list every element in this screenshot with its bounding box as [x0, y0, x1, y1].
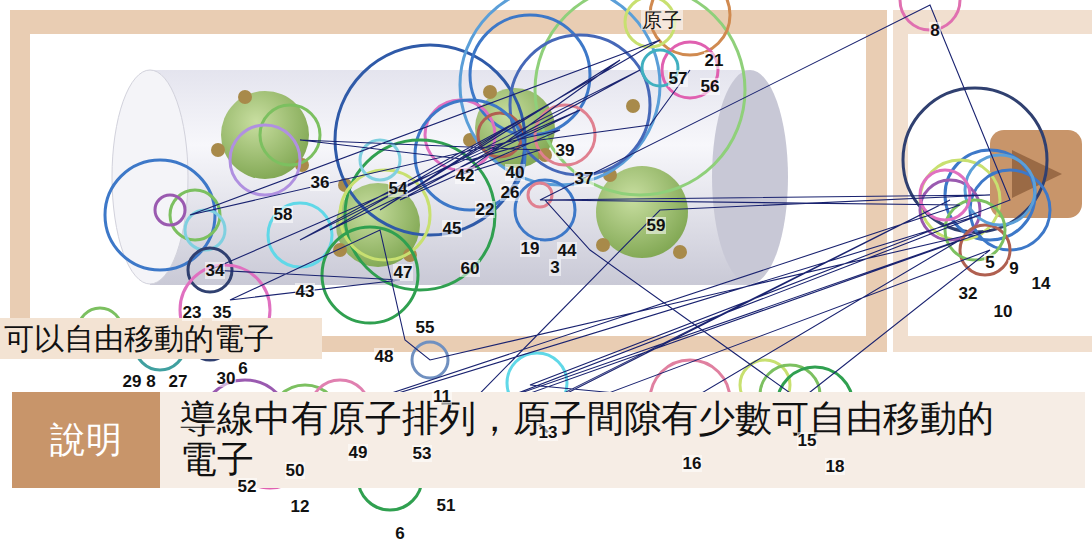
fixation-number: 48 [374, 348, 395, 365]
play-button [990, 130, 1082, 218]
play-icon [1012, 150, 1062, 198]
fixation-circle [185, 210, 225, 250]
stage-area [30, 34, 866, 336]
fixation-number: 30 [216, 370, 237, 387]
fixation-number: 8 [145, 373, 156, 390]
fixation-number: 29 [122, 373, 143, 390]
fixation-number: 49 [348, 444, 369, 461]
fixation-number: 50 [285, 462, 306, 479]
fixation-number: 56 [700, 78, 721, 95]
fixation-number: 54 [388, 180, 409, 197]
fixation-number: 21 [704, 52, 725, 69]
fixation-circle [510, 35, 650, 175]
fixation-number: 26 [500, 184, 521, 201]
wire-end [712, 70, 788, 284]
fixation-number: 44 [557, 242, 578, 259]
fixation-number: 53 [412, 445, 433, 462]
fixation-number: 59 [646, 217, 667, 234]
fixation-number: 34 [205, 262, 226, 279]
fixation-number: 57 [668, 70, 689, 87]
fixation-circle [970, 170, 1050, 250]
fixation-number: 11 [432, 388, 452, 405]
fixation-number: 18 [825, 458, 846, 475]
fixation-circle [105, 160, 215, 270]
fixation-number: 23 [182, 304, 203, 321]
fixation-number: 32 [958, 285, 979, 302]
fixation-number: 3 [549, 259, 560, 276]
fixation-number: 19 [520, 240, 541, 257]
fixation-number: 22 [475, 201, 496, 218]
fixation-number: 58 [273, 206, 294, 223]
fixation-number: 6 [237, 360, 248, 377]
fixation-number: 5 [984, 254, 995, 271]
fixation-number: 42 [455, 167, 476, 184]
fixation-number: 9 [1008, 260, 1019, 277]
fixation-circle [360, 140, 400, 180]
fixation-number: 35 [212, 304, 233, 321]
fixation-number: 60 [460, 260, 481, 277]
fixation-number: 36 [310, 174, 331, 191]
fixation-circle [515, 180, 575, 240]
fixation-number: 8 [929, 22, 940, 39]
fixation-number: 45 [442, 220, 463, 237]
node-text: 說明 [50, 420, 122, 460]
fixation-number: 14 [1031, 275, 1052, 292]
frame-panel [10, 10, 887, 352]
fixation-circle [155, 195, 185, 225]
fixation-number: 40 [505, 164, 526, 181]
node-text: 可以自由移動的電子 [4, 322, 274, 355]
fixation-number: 37 [574, 170, 595, 187]
caption-band: 可以自由移動的電子 [0, 318, 322, 359]
fixation-number: 47 [393, 264, 414, 281]
fixation-number: 52 [237, 478, 258, 495]
fixation-circle [322, 227, 418, 323]
fixation-circle [903, 88, 1047, 232]
wire-end [112, 70, 188, 284]
fixation-number: 43 [295, 283, 316, 300]
fixation-circle [230, 125, 300, 195]
fixation-circle [920, 160, 1000, 240]
fixation-number: 55 [415, 319, 436, 336]
fixation-number: 12 [290, 498, 311, 515]
fixation-circle [340, 170, 430, 260]
fixation-circle [460, 0, 660, 185]
fixation-number: 16 [682, 455, 703, 472]
fixation-number: 6 [394, 525, 405, 542]
fixation-circle [188, 248, 232, 292]
side-panel [893, 10, 1092, 352]
fixation-number: 13 [538, 424, 559, 441]
fixation-circle [945, 200, 1005, 260]
heading-box: 說明 [12, 392, 160, 488]
fixation-number: 10 [993, 303, 1014, 320]
fixation-number: 27 [168, 373, 189, 390]
fixation-number: 51 [436, 497, 457, 514]
part-label: 原子 [641, 10, 683, 30]
fixation-number: 39 [555, 142, 576, 159]
side-area [908, 34, 1092, 336]
fixation-number: 15 [797, 432, 818, 449]
